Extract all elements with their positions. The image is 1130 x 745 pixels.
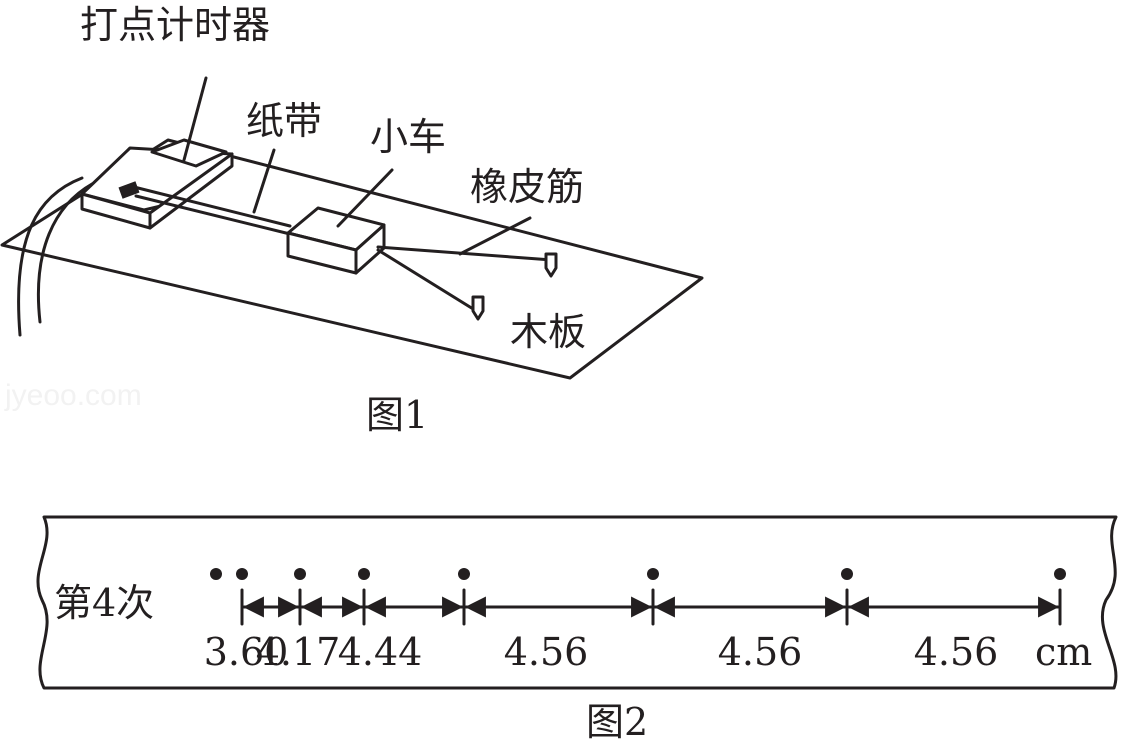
interval-length-label: 4.56 — [504, 630, 589, 674]
label-rubber-band: 橡皮筋 — [470, 165, 584, 209]
label-board: 木板 — [510, 310, 586, 354]
interval-length-label: 4.17 — [256, 630, 341, 674]
interval-length-label: 4.44 — [338, 630, 423, 674]
paper-tape-top — [128, 184, 292, 228]
figure-2-caption: 图2 — [586, 700, 648, 744]
interval-length-label: 4.56 — [914, 630, 999, 674]
interval-length-label: 3.60 — [204, 630, 289, 674]
tape-dots — [210, 568, 1066, 580]
rubber-band-2 — [376, 248, 480, 314]
leader-tape — [252, 148, 276, 214]
interval-labels: 3.604.174.44 4.56 4.56 4.56 — [204, 630, 999, 674]
tape-ticks — [240, 588, 1062, 626]
timer-cable — [17, 176, 84, 337]
tape-dot — [647, 568, 659, 580]
timer-side-right — [148, 152, 234, 230]
label-tape: 纸带 — [246, 99, 322, 143]
leader-cart — [336, 168, 394, 228]
leader-rubber — [458, 216, 532, 256]
tape-dot — [294, 568, 306, 580]
tape-dot — [458, 568, 470, 580]
leader-timer — [182, 76, 208, 162]
tape-dot — [358, 568, 370, 580]
tape-dot — [236, 568, 248, 580]
tape-strip — [36, 515, 1118, 690]
rubber-band-1 — [376, 245, 554, 262]
unit-label: cm — [1035, 630, 1092, 674]
label-timer: 打点计时器 — [80, 3, 270, 47]
interval-length-label: 4.56 — [718, 630, 803, 674]
figure-2: 第4次 3.604.174.44 4.56 4.56 4.56 cm 图2 — [36, 515, 1118, 744]
tape-dot — [210, 568, 222, 580]
timer-cable-2 — [36, 182, 94, 324]
trial-label: 第4次 — [54, 581, 154, 625]
nail-2 — [471, 295, 485, 321]
paper-tape-bottom — [134, 194, 292, 236]
nail-1 — [544, 252, 558, 278]
watermark: jyeoo.com — [4, 379, 142, 412]
timer-block — [150, 138, 228, 168]
figure-1: 打点计时器 纸带 小车 橡皮筋 木板 图1 — [0, 3, 704, 437]
figure-1-caption: 图1 — [366, 393, 428, 437]
label-cart: 小车 — [370, 115, 446, 159]
tape-dot — [841, 568, 853, 580]
tape-dot — [1054, 568, 1066, 580]
